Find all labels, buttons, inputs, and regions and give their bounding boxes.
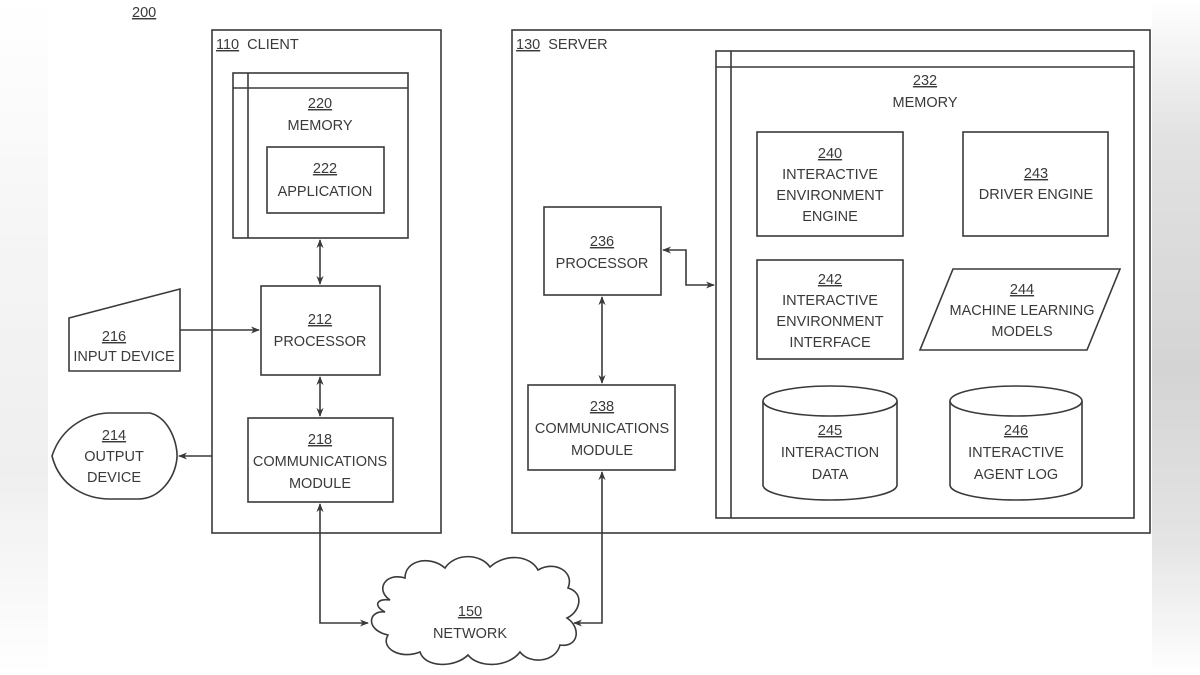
interactive-agent-log-store: 246 INTERACTIVE AGENT LOG [949, 385, 1083, 501]
network-ref: 150 [458, 604, 482, 620]
left-edge-shading [0, 0, 48, 675]
server-label: SERVER [548, 37, 607, 53]
server-comms-line-2: MODULE [571, 443, 633, 459]
interaction-data-line-2: DATA [812, 467, 849, 483]
server-comms-ref: 238 [590, 399, 614, 415]
input-device: 216 INPUT DEVICE [68, 287, 181, 372]
arrow-processor-memory [662, 246, 715, 289]
client-comms-line-1: COMMUNICATIONS [253, 454, 387, 470]
client-processor-ref: 212 [308, 312, 332, 328]
arrow-client-comms-network [316, 503, 369, 627]
input-device-label: INPUT DEVICE [73, 349, 175, 365]
interaction-data-store: 245 INTERACTION DATA [762, 385, 898, 501]
iee-line-1: INTERACTIVE [782, 167, 878, 183]
output-device-line-2: DEVICE [87, 470, 141, 486]
interaction-data-line-1: INTERACTION [781, 445, 879, 461]
client-comms-line-2: MODULE [289, 476, 351, 492]
arrow-server-comms-network [573, 471, 606, 627]
client-label: CLIENT [247, 37, 299, 53]
iei-line-3: INTERFACE [789, 335, 871, 351]
client-processor: 212 PROCESSOR [260, 285, 381, 376]
application: 222 APPLICATION [266, 146, 385, 214]
driver-engine-ref: 243 [1024, 166, 1048, 182]
server-processor: 236 PROCESSOR [543, 206, 662, 296]
right-edge-shading [1152, 0, 1200, 675]
output-device-ref: 214 [102, 428, 126, 444]
driver-engine-label: DRIVER ENGINE [979, 187, 1094, 203]
ml-models-line-1: MACHINE LEARNING [949, 303, 1094, 319]
svg-text:130 SERVER: 130 SERVER [516, 37, 608, 53]
output-device-line-1: OUTPUT [84, 449, 144, 465]
client-communications-module: 218 COMMUNICATIONS MODULE [247, 417, 394, 503]
application-label: APPLICATION [278, 184, 373, 200]
iee-line-3: ENGINE [802, 209, 858, 225]
client-comms-ref: 218 [308, 432, 332, 448]
agent-log-line-2: AGENT LOG [974, 467, 1058, 483]
server-memory-label: MEMORY [893, 95, 958, 111]
ml-models-ref: 244 [1010, 282, 1034, 298]
server-memory-ref: 232 [913, 73, 937, 89]
server-ref: 130 [516, 37, 540, 53]
client-ref: 110 [216, 37, 239, 53]
network-cloud: 150 NETWORK [370, 555, 580, 666]
interaction-data-ref: 245 [818, 423, 842, 439]
agent-log-ref: 246 [1004, 423, 1028, 439]
input-device-ref: 216 [102, 329, 126, 345]
interactive-environment-interface: 242 INTERACTIVE ENVIRONMENT INTERFACE [756, 259, 904, 360]
machine-learning-models: 244 MACHINE LEARNING MODELS [918, 268, 1122, 351]
driver-engine: 243 DRIVER ENGINE [962, 131, 1109, 237]
client-memory-ref: 220 [308, 96, 332, 112]
output-device: 214 OUTPUT DEVICE [51, 412, 178, 500]
server-processor-ref: 236 [590, 234, 614, 250]
network-label: NETWORK [433, 626, 507, 642]
client-memory-label: MEMORY [288, 118, 353, 134]
iee-ref: 240 [818, 146, 842, 162]
server-comms-line-1: COMMUNICATIONS [535, 421, 669, 437]
interactive-environment-engine: 240 INTERACTIVE ENVIRONMENT ENGINE [756, 131, 904, 237]
svg-text:110 CLIENT: 110 CLIENT [216, 37, 299, 53]
figure-number: 200 [132, 5, 156, 21]
client-processor-label: PROCESSOR [274, 334, 367, 350]
server-processor-label: PROCESSOR [556, 256, 649, 272]
ml-models-line-2: MODELS [991, 324, 1052, 340]
application-ref: 222 [313, 161, 337, 177]
iei-line-1: INTERACTIVE [782, 293, 878, 309]
agent-log-line-1: INTERACTIVE [968, 445, 1064, 461]
iee-line-2: ENVIRONMENT [776, 188, 883, 204]
iei-line-2: ENVIRONMENT [776, 314, 883, 330]
server-communications-module: 238 COMMUNICATIONS MODULE [527, 384, 676, 471]
iei-ref: 242 [818, 272, 842, 288]
